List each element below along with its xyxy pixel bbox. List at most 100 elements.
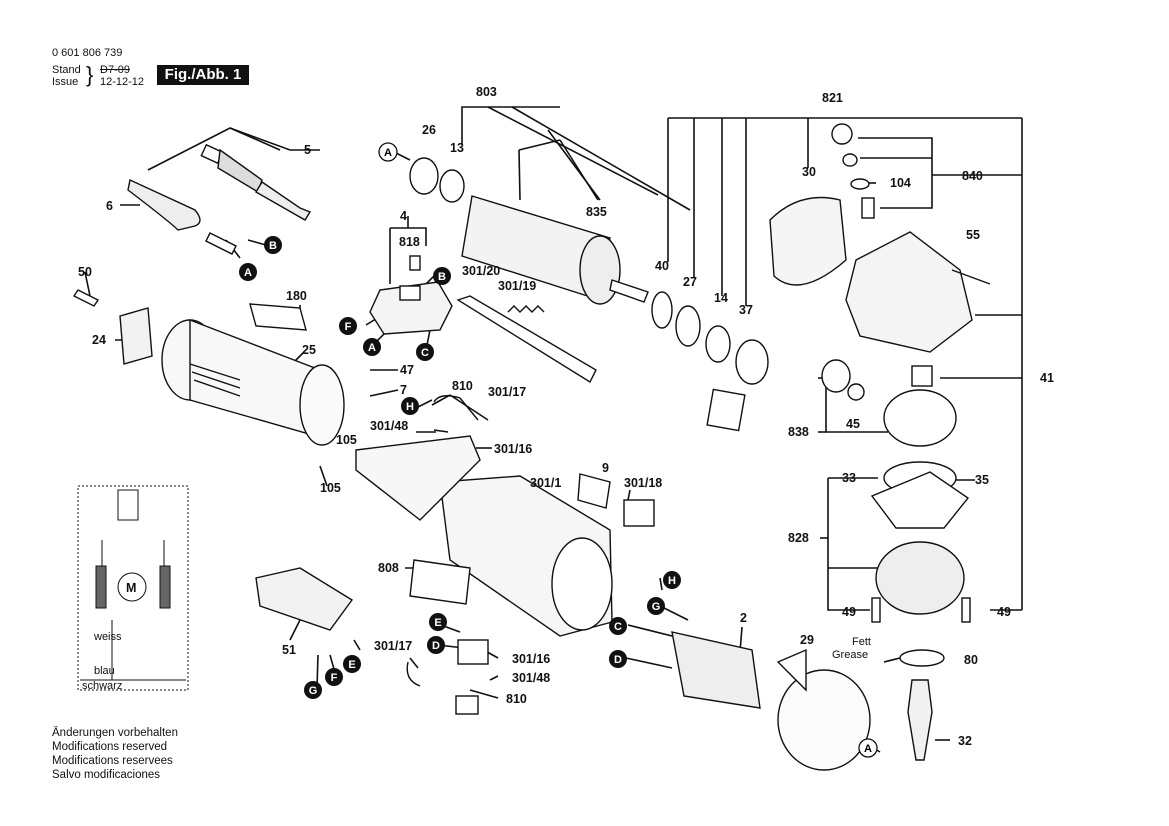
bearing-26 (409, 157, 439, 195)
wiring-diagram (77, 485, 189, 691)
label-24: 24 (92, 333, 106, 347)
brush-holder (457, 639, 489, 665)
svg-text:D: D (614, 654, 622, 666)
label-13: 13 (450, 141, 464, 155)
label-fett: Fett (852, 636, 871, 648)
label-810-top: 810 (452, 379, 473, 393)
figure-title: Fig./Abb. 1 (157, 65, 249, 85)
label-49-left: 49 (842, 605, 856, 619)
type-plate (409, 559, 471, 605)
note-es: Salvo modificaciones (52, 769, 161, 781)
label-105-lower: 105 (320, 481, 341, 495)
label-80: 80 (964, 653, 978, 667)
spring-small (842, 153, 858, 167)
note-de: Änderungen vorbehalten (52, 727, 178, 739)
label-51: 51 (282, 643, 296, 657)
label-50: 50 (78, 265, 92, 279)
label-49-right: 49 (997, 605, 1011, 619)
svg-text:A: A (864, 743, 872, 755)
marker-e-brush: E (429, 613, 447, 631)
label-grease: Grease (832, 649, 868, 661)
label-301-48-bottom: 301/48 (512, 671, 550, 685)
label-810-bottom: 810 (506, 692, 527, 706)
issue-value: 12-12-12 (100, 76, 145, 88)
guard-lip (776, 648, 807, 692)
svg-text:A: A (244, 267, 252, 279)
cable-clamp (623, 499, 655, 527)
bracket (119, 307, 153, 365)
bushing (911, 365, 933, 387)
wheel-guard-cover (777, 669, 871, 771)
label-828: 828 (788, 531, 809, 545)
svg-text:C: C (614, 621, 622, 633)
handle-base (355, 435, 481, 521)
marker-c-field: C (609, 617, 627, 635)
label-33: 33 (842, 471, 856, 485)
screw-49b (961, 597, 971, 623)
svg-text:A: A (384, 147, 392, 159)
nut-45 (847, 383, 865, 401)
marker-b-cord: B (264, 236, 282, 254)
label-27: 27 (683, 275, 697, 289)
label-301-17-top: 301/17 (488, 385, 526, 399)
screw-55 (951, 269, 991, 285)
parts (72, 123, 991, 771)
washer-80 (899, 649, 945, 667)
label-803: 803 (476, 85, 497, 99)
label-180: 180 (286, 289, 307, 303)
svg-text:F: F (345, 321, 352, 333)
label-41: 41 (1040, 371, 1054, 385)
label-301-20: 301/20 (462, 264, 500, 278)
label-30: 30 (802, 165, 816, 179)
marker-f-switch: F (339, 317, 357, 335)
bearing-37 (735, 339, 769, 385)
marker-a-open-bottom: A (858, 738, 878, 758)
wire-schwarz: schwarz (82, 680, 122, 692)
svg-text:G: G (309, 685, 318, 697)
cap (831, 123, 853, 145)
spring (507, 305, 545, 313)
svg-text:C: C (421, 347, 429, 359)
label-4: 4 (400, 209, 407, 223)
stand-value: D7-09 (100, 64, 130, 76)
gear-case-opening (551, 537, 613, 631)
svg-text:D: D (432, 640, 440, 652)
label-2: 2 (740, 611, 747, 625)
label-838: 838 (788, 425, 809, 439)
ring-27 (675, 305, 701, 347)
label-7: 7 (400, 383, 407, 397)
label-47: 47 (400, 363, 414, 377)
label-301-18: 301/18 (624, 476, 662, 490)
label-835: 835 (586, 205, 607, 219)
label-840: 840 (962, 169, 983, 183)
protection-guard (769, 196, 847, 286)
issue-label: Issue (52, 76, 79, 88)
wire-blau: blau (94, 665, 115, 677)
marker-a-cord: A (239, 263, 257, 281)
marker-g-field: G (647, 597, 665, 615)
stand-label: Stand (52, 64, 81, 76)
marker-d-brush: D (427, 636, 445, 654)
part-labels: 803 26 13 835 40 27 14 37 821 30 104 840… (78, 85, 1054, 748)
label-301-48-top: 301/48 (370, 419, 408, 433)
svg-text:E: E (434, 617, 441, 629)
label-26: 26 (422, 123, 436, 137)
label-55: 55 (966, 228, 980, 242)
marker-e-switch: E (343, 655, 361, 673)
brush-wire-upper (433, 395, 479, 421)
note-fr: Modifications reservees (52, 755, 173, 767)
label-821: 821 (822, 91, 843, 105)
screw-49a (871, 597, 881, 623)
marker-d-field: D (609, 650, 627, 668)
label-6: 6 (106, 199, 113, 213)
label-35: 35 (975, 473, 989, 487)
label-301-1: 301/1 (530, 476, 561, 490)
label-14: 14 (714, 291, 728, 305)
pinion (821, 359, 851, 393)
screw (72, 289, 100, 307)
svg-text:F: F (331, 672, 338, 684)
note-en: Modifications reserved (52, 741, 168, 753)
svg-text:A: A (368, 342, 376, 354)
label-301-17-bottom: 301/17 (374, 639, 412, 653)
gear-housing (845, 231, 973, 353)
